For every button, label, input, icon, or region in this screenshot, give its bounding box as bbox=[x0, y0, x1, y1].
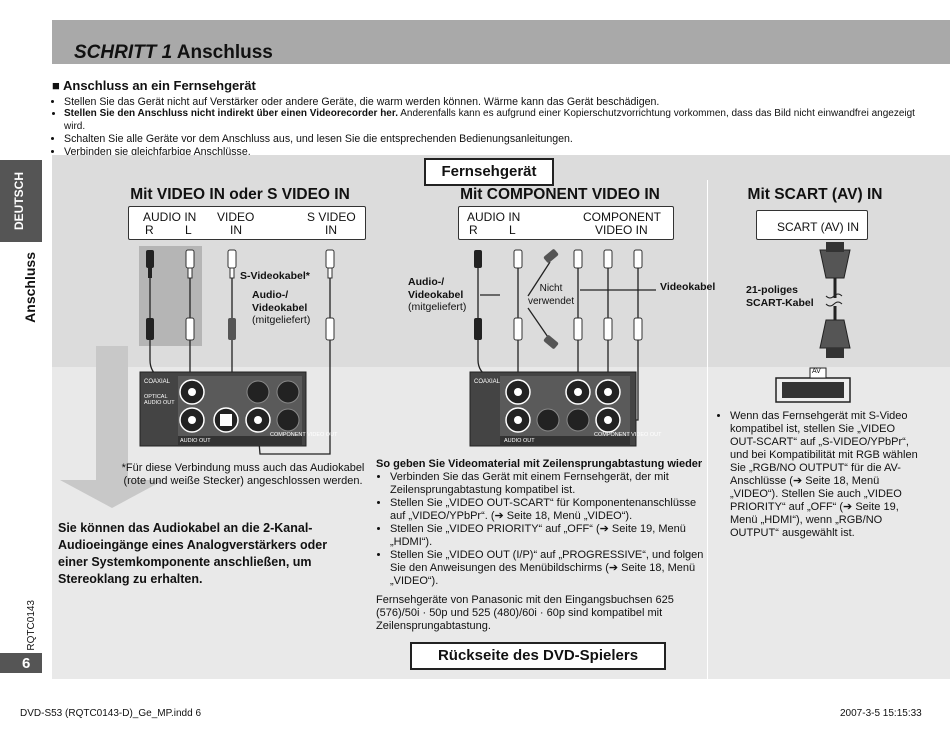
col1-footnote: *Für diese Verbindung muss auch das Audi… bbox=[121, 462, 365, 487]
intro-bullet: Stellen Sie das Gerät nicht auf Verstärk… bbox=[64, 96, 932, 109]
intro-heading: ■ Anschluss an ein Fernsehgerät bbox=[52, 78, 256, 93]
col1-plugs-top bbox=[146, 249, 335, 279]
progressive-step: Verbinden Sie das Gerät mit einem Fernse… bbox=[390, 471, 706, 497]
progressive-compat-note: Fernsehgeräte von Panasonic mit den Eing… bbox=[376, 594, 674, 632]
progressive-step: Stellen Sie „VIDEO OUT (I/P)“ auf „PROGR… bbox=[390, 549, 706, 588]
scart-note: Wenn das Fernsehgerät mit S-Video kompat… bbox=[716, 410, 924, 540]
scart-cable bbox=[819, 242, 851, 358]
amplifier-arrow bbox=[60, 346, 164, 508]
col1-cable-label: Audio-/ Videokabel (mitgeliefert) bbox=[252, 289, 311, 326]
rear-panel-label: Rückseite des DVD-Spielers bbox=[410, 642, 666, 670]
tv-label: Fernsehgerät bbox=[424, 158, 554, 186]
col2-tv-inputs: AUDIO IN R L COMPONENT VIDEO IN bbox=[458, 206, 674, 240]
col1-amplifier-note: Sie können das Audiokabel an die 2-Kanal… bbox=[58, 521, 328, 586]
side-tab bbox=[0, 160, 42, 242]
coaxial-label: COAXIAL bbox=[144, 379, 171, 385]
column-divider bbox=[707, 180, 708, 680]
scart-socket bbox=[775, 367, 851, 403]
page-number-tab bbox=[0, 653, 42, 673]
page-number: 6 bbox=[22, 655, 31, 672]
col2-coaxial-label: COAXIAL bbox=[474, 379, 501, 385]
col1-player-panel bbox=[139, 371, 307, 447]
title-bar bbox=[52, 20, 950, 64]
optical-label: OPTICAL AUDIO OUT bbox=[144, 394, 175, 406]
col1-plugs-mid bbox=[146, 317, 335, 341]
col2-heading: Mit COMPONENT VIDEO IN bbox=[460, 186, 660, 203]
av-label: AV bbox=[812, 368, 821, 375]
intro-bullet: Verbinden sie gleichfarbige Anschlüsse. bbox=[64, 146, 932, 159]
intro-bullet: Stellen Sie den Anschluss nicht indirekt… bbox=[64, 108, 932, 133]
col2-plugs-top bbox=[474, 249, 643, 269]
footer-file: DVD-S53 (RQTC0143-D)_Ge_MP.indd 6 bbox=[20, 708, 202, 719]
audio-out-label: AUDIO OUT bbox=[180, 438, 211, 444]
col2-player-panel bbox=[469, 371, 637, 447]
page-title: SCHRITT 1 Anschluss bbox=[74, 42, 273, 63]
col3-tv-inputs: SCART (AV) IN bbox=[756, 210, 868, 240]
progressive-section: So geben Sie Videomaterial mit Zeilenspr… bbox=[376, 458, 706, 633]
col2-plugs-mid bbox=[474, 249, 643, 349]
col2-cable-label: Audio-/ Videokabel (mitgeliefert) bbox=[408, 276, 467, 313]
col3-heading: Mit SCART (AV) IN bbox=[747, 186, 883, 203]
col1-tv-inputs: AUDIO IN R L VIDEO IN S VIDEO IN bbox=[128, 206, 366, 240]
col2-audio-out-label: AUDIO OUT bbox=[504, 438, 535, 444]
col1-heading: Mit VIDEO IN oder S VIDEO IN bbox=[130, 186, 350, 203]
intro-section: ■ Anschluss an ein Fernsehgerät Stellen … bbox=[52, 78, 932, 159]
svideo-cable-label: S-Videokabel* bbox=[240, 270, 310, 282]
progressive-step: Stellen Sie „VIDEO OUT-SCART“ für Kompon… bbox=[390, 497, 706, 523]
component-out-label: COMPONENT VIDEO OUT bbox=[270, 432, 338, 438]
intro-bullet: Schalten Sie alle Geräte vor dem Anschlu… bbox=[64, 133, 932, 146]
footer-date: 2007-3-5 15:15:33 bbox=[840, 708, 922, 719]
progressive-step: Stellen Sie „VIDEO PRIORITY“ auf „OFF“ (… bbox=[390, 523, 706, 549]
col2-component-out-label: COMPONENT VIDEO OUT bbox=[594, 432, 662, 438]
col2-video-cable-label: Videokabel bbox=[660, 281, 716, 293]
